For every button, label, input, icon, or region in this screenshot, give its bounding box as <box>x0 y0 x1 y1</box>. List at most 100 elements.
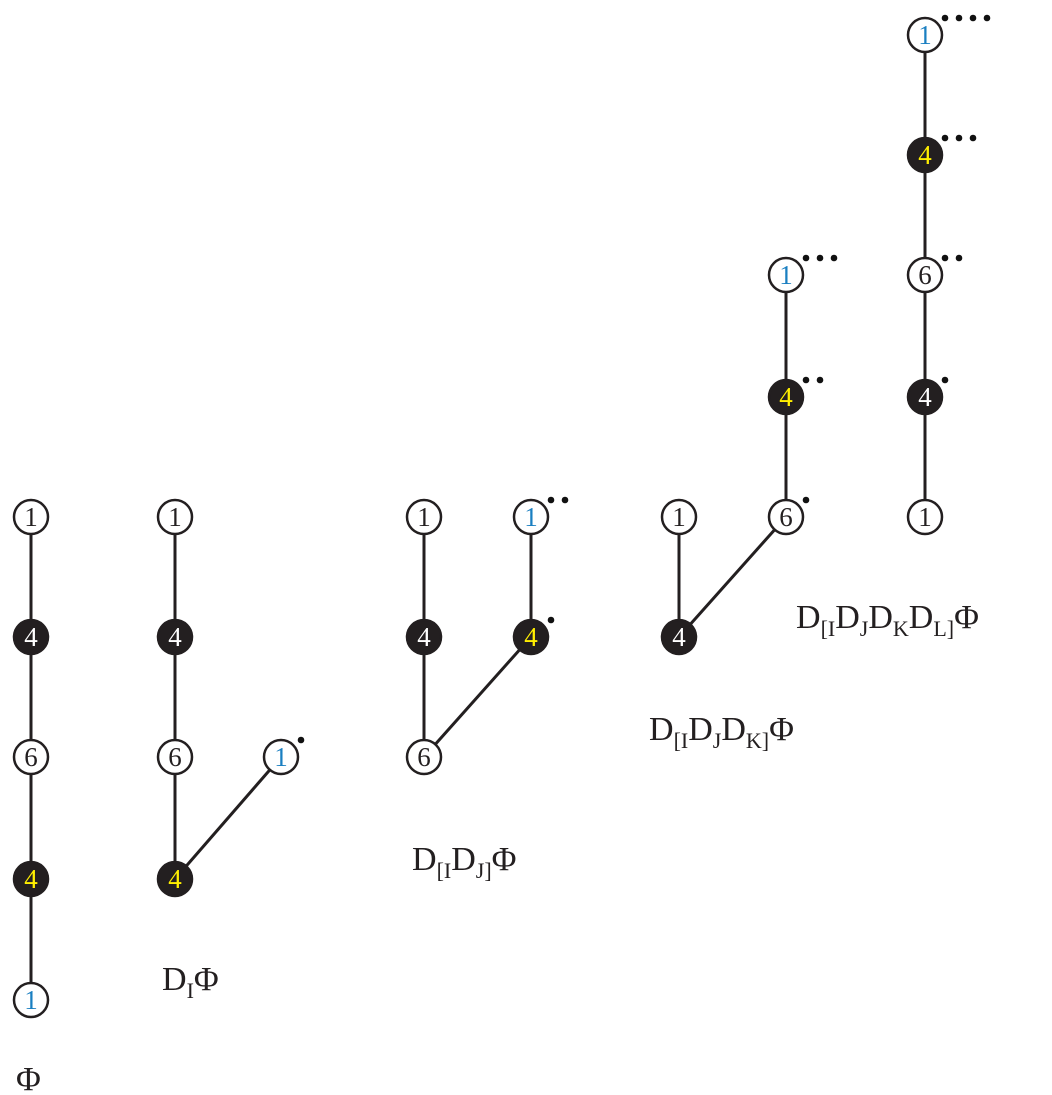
node-label: 4 <box>524 622 538 652</box>
node-1-5: 1 <box>12 981 50 1019</box>
node-circle <box>906 16 944 54</box>
caption-subscript: K <box>893 616 909 641</box>
derivative-dot <box>561 496 569 504</box>
derivative-dot <box>955 14 963 22</box>
node-label: 1 <box>168 502 182 532</box>
node-3-1: 1 <box>405 498 443 536</box>
node-circle <box>660 498 698 536</box>
caption-part: D <box>721 711 746 748</box>
caption-part: Φ <box>769 711 794 748</box>
caption-subscript: [I <box>437 858 452 883</box>
node-4-3: 6 <box>767 496 810 536</box>
node-circle <box>906 378 944 416</box>
caption-part: Φ <box>16 1061 41 1095</box>
caption-part: D <box>412 841 437 878</box>
caption-part: Φ <box>194 961 219 998</box>
derivative-dot <box>547 616 555 624</box>
node-circle <box>405 498 443 536</box>
node-circle <box>156 498 194 536</box>
derivative-dot <box>969 134 977 142</box>
diagram-caption: Φ <box>16 1061 41 1095</box>
node-circle <box>12 618 50 656</box>
node-circle <box>767 256 805 294</box>
node-label: 6 <box>918 260 932 290</box>
caption-part: D <box>909 599 934 636</box>
node-label: 4 <box>24 622 38 652</box>
node-2-2: 4 <box>156 618 194 656</box>
node-1-4: 4 <box>12 860 50 898</box>
node-circle <box>12 498 50 536</box>
node-circle <box>660 618 698 656</box>
node-circle <box>906 498 944 536</box>
caption-subscript: K] <box>746 728 769 753</box>
derivative-dot <box>802 254 810 262</box>
caption-part: D <box>649 711 674 748</box>
node-label: 1 <box>24 502 38 532</box>
node-circle <box>767 498 805 536</box>
caption-part: D <box>796 599 821 636</box>
node-2-3: 6 <box>156 738 194 776</box>
node-circle <box>512 618 550 656</box>
derivative-dot <box>941 376 949 384</box>
caption-part: Φ <box>492 841 517 878</box>
node-3-5: 1 <box>512 496 569 536</box>
node-3-4: 4 <box>512 616 555 656</box>
node-circle <box>156 618 194 656</box>
caption-part: D <box>451 841 476 878</box>
caption-subscript: I <box>187 978 194 1003</box>
node-2-1: 1 <box>156 498 194 536</box>
node-label: 6 <box>168 742 182 772</box>
node-5-3: 6 <box>906 254 963 294</box>
derivative-dot <box>816 254 824 262</box>
node-label: 1 <box>24 985 38 1015</box>
node-circle <box>156 860 194 898</box>
node-label: 4 <box>918 140 932 170</box>
node-1-1: 1 <box>12 498 50 536</box>
node-circle <box>156 738 194 776</box>
derivative-dot <box>941 134 949 142</box>
node-5-2: 4 <box>906 376 949 416</box>
node-label: 1 <box>779 260 793 290</box>
node-2-5: 1 <box>262 736 305 776</box>
derivative-dot <box>802 496 810 504</box>
derivative-dot <box>547 496 555 504</box>
derivative-dot <box>955 134 963 142</box>
node-label: 1 <box>524 502 538 532</box>
caption-part: D <box>688 711 713 748</box>
node-label: 4 <box>168 864 182 894</box>
edge-4-2 <box>677 516 788 638</box>
derivative-dot <box>941 254 949 262</box>
node-circle <box>12 738 50 776</box>
node-circle <box>906 256 944 294</box>
diagram-caption: D[IDJDK]Φ <box>649 711 794 753</box>
node-label: 4 <box>24 864 38 894</box>
node-label: 4 <box>417 622 431 652</box>
derivative-dot <box>983 14 991 22</box>
edge-2-4 <box>173 756 283 880</box>
node-label: 4 <box>779 382 793 412</box>
node-circle <box>12 981 50 1019</box>
node-5-1: 1 <box>906 498 944 536</box>
node-circle <box>262 738 300 776</box>
derivative-dot <box>955 254 963 262</box>
node-label: 4 <box>918 382 932 412</box>
node-3-3: 6 <box>405 738 443 776</box>
node-label: 4 <box>672 622 686 652</box>
node-circle <box>512 498 550 536</box>
derivative-dot <box>816 376 824 384</box>
node-label: 1 <box>918 502 932 532</box>
caption-part: D <box>868 599 893 636</box>
derivative-dot <box>297 736 305 744</box>
node-1-2: 4 <box>12 618 50 656</box>
node-label: 1 <box>417 502 431 532</box>
node-label: 1 <box>274 742 288 772</box>
node-5-4: 4 <box>906 134 977 174</box>
node-label: 1 <box>918 20 932 50</box>
node-circle <box>405 738 443 776</box>
